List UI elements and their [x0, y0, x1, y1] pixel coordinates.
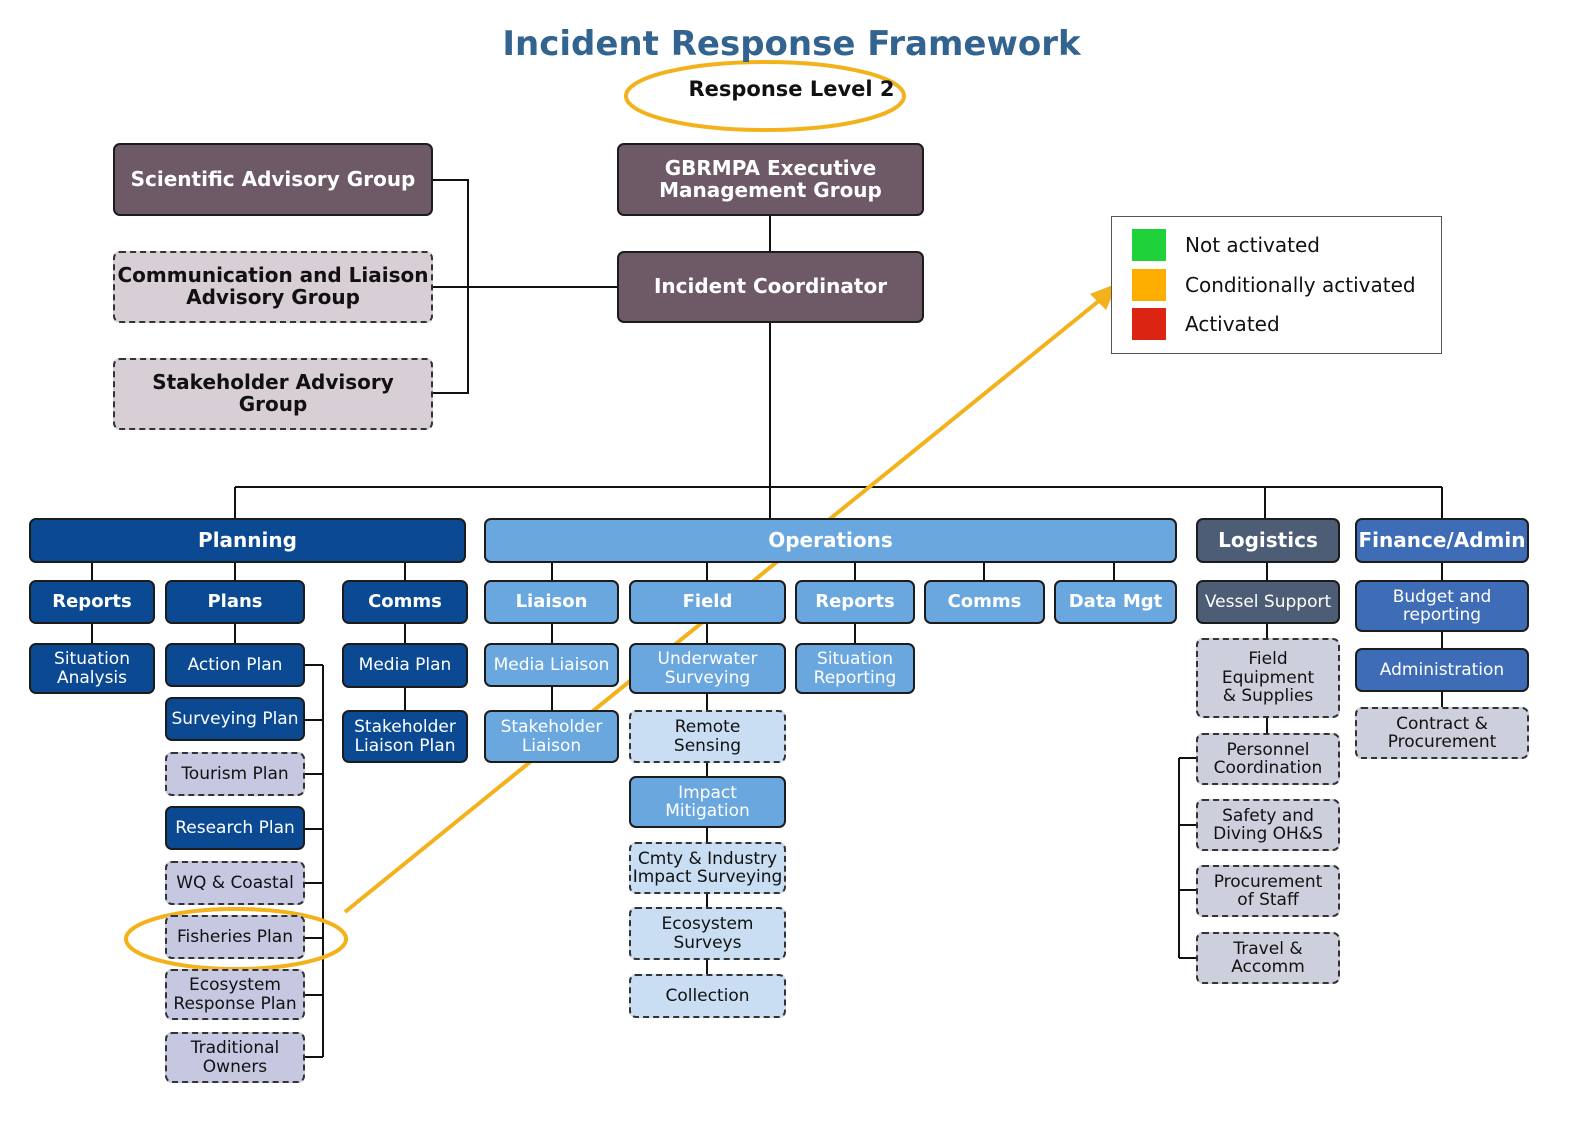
operations-reports[interactable]: Reports: [795, 580, 915, 624]
stakeholder-advisory-group[interactable]: Stakeholder Advisory Group: [113, 358, 433, 430]
action-plan[interactable]: Action Plan: [165, 643, 305, 687]
ecosystem-response-plan[interactable]: Ecosystem Response Plan: [165, 969, 305, 1020]
planning-header[interactable]: Planning: [29, 518, 466, 563]
communication-liaison-advisory-group[interactable]: Communication and Liaison Advisory Group: [113, 251, 433, 323]
travel-accomm[interactable]: Travel & Accomm: [1196, 932, 1340, 984]
community-industry-impact-surveying[interactable]: Cmty & Industry Impact Surveying: [629, 842, 786, 894]
research-plan[interactable]: Research Plan: [165, 806, 305, 850]
ecosystem-surveys[interactable]: Ecosystem Surveys: [629, 907, 786, 960]
stakeholder-liaison[interactable]: Stakeholder Liaison: [484, 710, 619, 763]
planning-plans[interactable]: Plans: [165, 580, 305, 624]
legend-item-conditionally-activated: Conditionally activated: [1132, 269, 1416, 301]
operations-liaison[interactable]: Liaison: [484, 580, 619, 624]
legend-swatch: [1132, 308, 1166, 340]
situation-analysis[interactable]: Situation Analysis: [29, 643, 155, 694]
safety-diving-ohs[interactable]: Safety and Diving OH&S: [1196, 799, 1340, 851]
media-plan[interactable]: Media Plan: [342, 643, 468, 688]
personnel-coordination[interactable]: Personnel Coordination: [1196, 733, 1340, 785]
field-equipment-supplies[interactable]: Field Equipment & Supplies: [1196, 638, 1340, 718]
tourism-plan[interactable]: Tourism Plan: [165, 752, 305, 796]
logistics-header[interactable]: Logistics: [1196, 518, 1340, 563]
contract-procurement[interactable]: Contract & Procurement: [1355, 707, 1529, 759]
planning-comms[interactable]: Comms: [342, 580, 468, 624]
response-level-label: Response Level 2: [688, 77, 895, 101]
administration[interactable]: Administration: [1355, 648, 1529, 692]
planning-reports[interactable]: Reports: [29, 580, 155, 624]
legend-item-activated: Activated: [1132, 308, 1280, 340]
impact-mitigation[interactable]: Impact Mitigation: [629, 776, 786, 828]
procurement-of-staff[interactable]: Procurement of Staff: [1196, 865, 1340, 917]
stakeholder-liaison-plan[interactable]: Stakeholder Liaison Plan: [342, 710, 468, 763]
operations-data-mgt[interactable]: Data Mgt: [1054, 580, 1177, 624]
fisheries-plan[interactable]: Fisheries Plan: [165, 915, 305, 959]
underwater-surveying[interactable]: Underwater Surveying: [629, 643, 786, 694]
diagram-title: Incident Response Framework: [502, 24, 1081, 64]
scientific-advisory-group[interactable]: Scientific Advisory Group: [113, 143, 433, 216]
collection[interactable]: Collection: [629, 974, 786, 1018]
situation-reporting[interactable]: Situation Reporting: [795, 643, 915, 694]
remote-sensing[interactable]: Remote Sensing: [629, 710, 786, 763]
legend-swatch: [1132, 229, 1166, 261]
operations-comms[interactable]: Comms: [924, 580, 1045, 624]
legend-swatch: [1132, 269, 1166, 301]
legend: Not activated Conditionally activated Ac…: [1111, 216, 1442, 354]
operations-header[interactable]: Operations: [484, 518, 1177, 563]
traditional-owners[interactable]: Traditional Owners: [165, 1032, 305, 1083]
legend-label: Activated: [1185, 312, 1280, 336]
budget-reporting[interactable]: Budget and reporting: [1355, 580, 1529, 632]
legend-label: Conditionally activated: [1185, 273, 1416, 297]
legend-label: Not activated: [1185, 233, 1320, 257]
surveying-plan[interactable]: Surveying Plan: [165, 697, 305, 741]
executive-management-group[interactable]: GBRMPA Executive Management Group: [617, 143, 924, 216]
wq-coastal-plan[interactable]: WQ & Coastal: [165, 861, 305, 905]
vessel-support[interactable]: Vessel Support: [1196, 580, 1340, 624]
operations-field[interactable]: Field: [629, 580, 786, 624]
finance-admin-header[interactable]: Finance/Admin: [1355, 518, 1529, 563]
legend-item-not-activated: Not activated: [1132, 229, 1320, 261]
media-liaison[interactable]: Media Liaison: [484, 643, 619, 687]
incident-coordinator[interactable]: Incident Coordinator: [617, 251, 924, 323]
